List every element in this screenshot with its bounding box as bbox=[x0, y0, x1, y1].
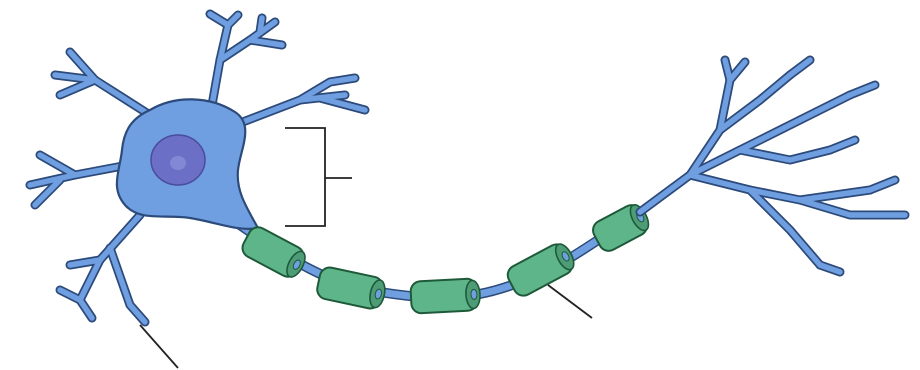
myelin-segment bbox=[410, 278, 481, 314]
myelin-segment bbox=[315, 266, 387, 311]
myelin-pointer bbox=[548, 285, 592, 318]
soma-bracket-pointer bbox=[285, 128, 352, 226]
nucleolus bbox=[170, 156, 186, 170]
myelin-segment bbox=[504, 239, 578, 299]
cell-body bbox=[117, 99, 258, 229]
myelin-segment bbox=[239, 224, 310, 282]
axon-terminals bbox=[640, 60, 905, 272]
myelin-sheath bbox=[239, 200, 653, 313]
dendrite-pointer bbox=[140, 325, 178, 368]
